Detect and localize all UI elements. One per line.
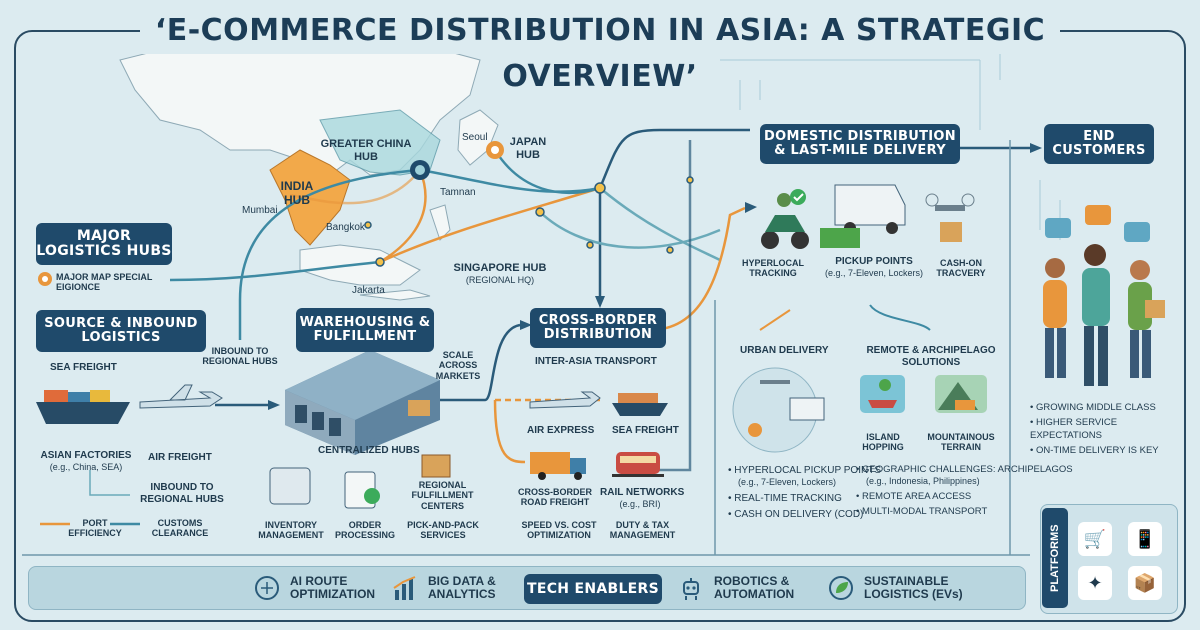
inbound-hubs-label-2: INBOUND TO REGIONAL HUBS (140, 482, 224, 505)
india-region (269, 149, 351, 246)
inventory-label: INVENTORY MANAGEMENT (258, 520, 324, 541)
tech-robotics: ROBOTICS & AUTOMATION (676, 572, 818, 604)
air-express-label: AIR EXPRESS (527, 425, 595, 436)
urban-bullet: CASH ON DELIVERY (COD) (728, 508, 863, 521)
chart-icon (390, 573, 420, 603)
platforms-heading: PLATFORMS (1042, 508, 1068, 608)
cross-border-ship (612, 393, 668, 416)
centralized-hubs-label: CENTRALIZED HUBS (318, 445, 420, 456)
remote-bullet: REMOTE AREA ACCESS (856, 491, 1006, 503)
city-tamnan: Tamnan (440, 187, 476, 198)
speed-cost-label: SPEED VS. COST OPTIMIZATION (521, 520, 597, 541)
scale-label: SCALE ACROSS MARKETS (435, 350, 481, 381)
urban-label: URBAN DELIVERY (740, 345, 829, 356)
spark-icon[interactable]: ✦ (1078, 566, 1112, 600)
island-icon (860, 375, 905, 413)
phone-icon[interactable]: 📱 (1128, 522, 1162, 556)
india-hub-label: INDIA HUB (280, 179, 314, 207)
delivery-van (820, 184, 906, 248)
singapore-hub-label: SINGAPORE HUB(REGIONAL HQ) (453, 262, 547, 285)
cash-on-label: CASH-ON TRACVERY (936, 258, 986, 279)
transport-label: INTER-ASIA TRANSPORT (535, 356, 657, 367)
drone (925, 193, 975, 242)
tech-big-data: BIG DATA & ANALYTICS (390, 572, 528, 604)
road-truck (530, 452, 586, 480)
inventory-icon (269, 467, 311, 505)
hubs-heading: MAJOR LOGISTICS HUBS (36, 223, 172, 265)
cross-border-heading: CROSS-BORDER DISTRIBUTION (530, 308, 666, 348)
city-bangkok: Bangkok (326, 222, 365, 233)
warehouse-illustration (285, 350, 440, 455)
leaf-icon (826, 573, 856, 603)
hubs-legend: MAJOR MAP SPECIAL EIGIONCE (56, 272, 153, 293)
box-icon[interactable]: 📦 (1128, 566, 1162, 600)
customer-bullet: HIGHER SERVICE EXPECTATIONS (1030, 417, 1180, 442)
source-heading: SOURCE & INBOUND LOGISTICS (36, 310, 206, 352)
urban-scene (732, 367, 825, 453)
fulfillment-box-icon (421, 454, 451, 478)
hyperlocal-label: HYPERLOCAL TRACKING (741, 258, 804, 279)
brain-icon (252, 573, 282, 603)
factories-label: ASIAN FACTORIES(e.g., China, SEA) (40, 450, 132, 472)
port-efficiency-label: PORT EFFICIENCY (68, 518, 122, 539)
mountain-label: MOUNTAINOUS TERRAIN (927, 432, 995, 453)
customers-illustration (1043, 205, 1165, 386)
pickup-label: PICKUP POINTS(e.g., 7-Eleven, Lockers) (824, 256, 924, 278)
road-label: CROSS-BORDER ROAD FREIGHT (517, 487, 592, 508)
cb-sea-freight-label: SEA FREIGHT (612, 425, 679, 436)
tech-ai-route: AI ROUTE OPTIMIZATION (252, 572, 390, 604)
inbound-hubs-label: INBOUND TO REGIONAL HUBS (202, 346, 278, 367)
japan-hub-label: JAPAN HUB (509, 136, 547, 161)
urban-bullet: REAL-TIME TRACKING (728, 492, 858, 505)
remote-bullets: GEOGRAPHIC CHALLENGES: ARCHIPELAGOS(e.g.… (856, 464, 1073, 522)
domestic-heading: DOMESTIC DISTRIBUTION & LAST-MILE DELIVE… (760, 124, 960, 164)
scooter-courier (761, 189, 809, 249)
regional-fc-label: REGIONAL FULFILLMENT CENTERS (411, 480, 474, 511)
tech-enablers-heading: TECH ENABLERS (524, 574, 662, 604)
city-jakarta: Jakarta (352, 285, 385, 296)
remote-label: REMOTE & ARCHIPELAGO SOLUTIONS (866, 345, 996, 368)
page-title: ‘E-COMMERCE DISTRIBUTION IN ASIA: A STRA… (140, 8, 1060, 94)
urban-bullets: HYPERLOCAL PICKUP POINTS(e.g., 7-Eleven,… (728, 464, 881, 524)
city-mumbai: Mumbai (242, 205, 278, 216)
city-seoul: Seoul (462, 132, 488, 143)
air-freight-label: AIR FREIGHT (148, 452, 212, 463)
customer-bullet: ON-TIME DELIVERY IS KEY (1030, 445, 1180, 457)
sea-freight-ship (36, 390, 130, 424)
rail-label: RAIL NETWORKS(e.g., BRI) (600, 487, 685, 509)
customer-bullets: GROWING MIDDLE CLASS HIGHER SERVICE EXPE… (1030, 402, 1180, 460)
duty-tax-label: DUTY & TAX MANAGEMENT (609, 520, 676, 541)
rail-train (612, 452, 664, 477)
remote-bullet: GEOGRAPHIC CHALLENGES: ARCHIPELAGOS(e.g.… (856, 464, 1073, 488)
air-express-plane (529, 391, 601, 409)
order-label: ORDER PROCESSING (335, 520, 396, 541)
urban-bullet: HYPERLOCAL PICKUP POINTS(e.g., 7-Eleven,… (728, 464, 881, 489)
customer-bullet: GROWING MIDDLE CLASS (1030, 402, 1180, 414)
warehousing-heading: WAREHOUSING & FULFILLMENT (296, 308, 434, 352)
remote-bullet: MULTI-MODAL TRANSPORT (856, 506, 1006, 518)
robot-icon (676, 573, 706, 603)
pick-pack-label: PICK-AND-PACK SERVICES (407, 520, 479, 541)
cart-icon[interactable]: 🛒 (1078, 522, 1112, 556)
tech-sustainable: SUSTAINABLE LOGISTICS (EVs) (826, 572, 974, 604)
china-hub-label: GREATER CHINA HUB (320, 138, 412, 163)
mountain-icon (935, 375, 987, 413)
sea-freight-label: SEA FREIGHT (50, 362, 117, 373)
customs-label: CUSTOMS CLEARANCE (151, 518, 209, 539)
end-customers-heading: END CUSTOMERS (1044, 124, 1154, 164)
island-label: ISLAND HOPPING (862, 432, 904, 453)
air-freight-plane (139, 384, 223, 409)
